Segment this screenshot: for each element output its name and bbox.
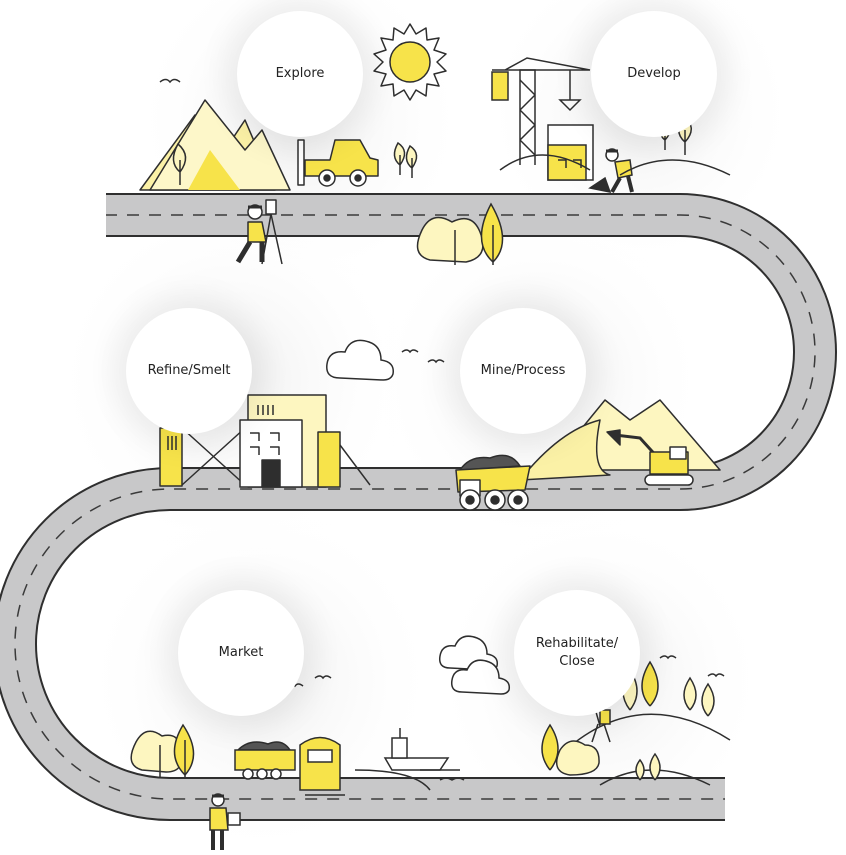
stage-market: Market	[178, 590, 304, 716]
stage-mine: Mine/Process	[460, 308, 586, 434]
excavator	[606, 429, 694, 486]
smelter-plant	[159, 394, 371, 488]
sun-icon	[373, 23, 447, 101]
refine-cloud-icon	[326, 339, 394, 381]
stage-rehabilitate-label: Rehabilitate/ Close	[535, 636, 619, 669]
rehab-clouds-icon	[438, 635, 511, 695]
stage-explore: Explore	[237, 11, 363, 137]
construction-worker-figure	[588, 148, 634, 193]
stage-mine-label: Mine/Process	[480, 363, 566, 378]
ore-wagon	[234, 741, 296, 780]
stage-market-label: Market	[218, 645, 264, 660]
stage-explore-label: Explore	[275, 66, 325, 81]
explore-trees	[172, 141, 418, 185]
winding-road	[0, 190, 837, 824]
stage-refine-label: Refine/Smelt	[147, 363, 231, 378]
stage-refine: Refine/Smelt	[126, 308, 252, 434]
market-trees	[130, 723, 195, 778]
stage-rehabilitate: Rehabilitate/ Close	[514, 590, 640, 716]
explore-mountains	[139, 99, 291, 191]
locomotive	[299, 736, 345, 796]
explore-grove	[416, 202, 504, 265]
stage-develop: Develop	[591, 11, 717, 137]
stage-develop-label: Develop	[627, 66, 681, 81]
merchant-figure	[209, 793, 241, 850]
surveyor-figure	[235, 199, 283, 265]
tower-crane	[491, 57, 591, 165]
dump-truck	[455, 454, 531, 511]
building-under-construction	[547, 124, 594, 181]
refine-birds-icon	[401, 349, 445, 364]
cargo-ship	[354, 728, 465, 791]
explore-bird-icon	[159, 78, 181, 84]
rehab-birds-icon	[659, 655, 725, 678]
drill-rig	[297, 139, 379, 187]
